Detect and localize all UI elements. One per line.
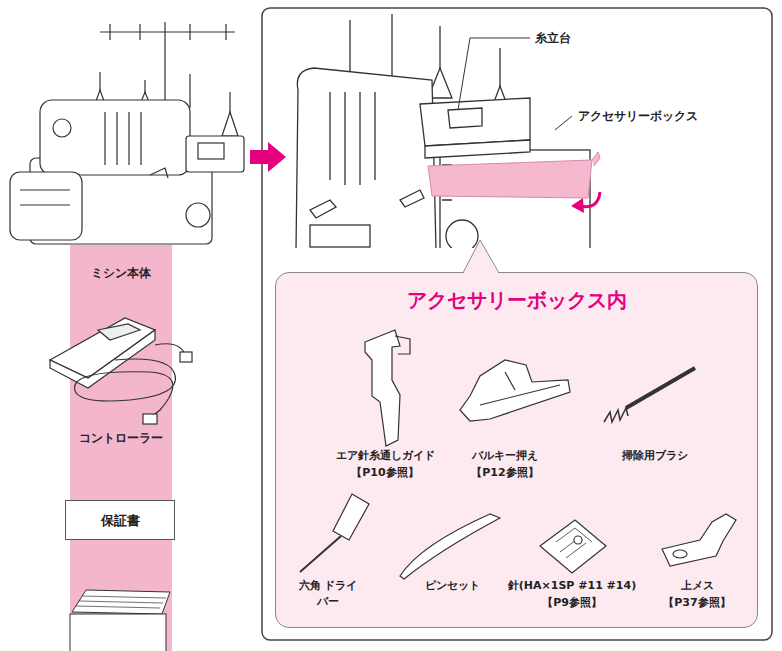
callout-bubble: アクセサリーボックス内 — [275, 272, 758, 628]
housing-grooves — [105, 112, 141, 165]
pink-arrow — [250, 142, 286, 172]
pull-arrow-head — [571, 198, 584, 213]
tweezers — [400, 514, 500, 579]
controller-illustration — [50, 318, 192, 424]
closeup-housing — [296, 68, 436, 248]
dial — [53, 119, 71, 137]
leader-line — [555, 116, 572, 130]
plug — [180, 352, 192, 362]
tray-slot — [198, 143, 224, 159]
free-arm — [10, 172, 82, 240]
pink-band: ミシン本体コントローラー保証書 — [70, 245, 172, 651]
thread-guide-bar — [100, 24, 235, 40]
driver-shaft — [300, 536, 341, 572]
accessory-items — [300, 330, 736, 579]
packet-detail — [556, 528, 592, 558]
stand-tray — [186, 136, 244, 172]
closeup-side — [440, 150, 590, 248]
upper-housing — [40, 100, 190, 175]
box-lip — [592, 152, 600, 166]
node-text: ミシン本体 — [70, 265, 172, 282]
upper-knife — [662, 514, 736, 566]
heading: アクセサリーボックス内 — [276, 287, 757, 314]
knife-hole — [673, 550, 687, 558]
document-box: 保証書 — [65, 500, 175, 540]
bubble-tail-outline — [463, 240, 499, 273]
closeup-plate — [310, 225, 370, 247]
brush-handle — [626, 368, 695, 408]
lower-body — [30, 158, 212, 244]
machine-illustration — [10, 22, 244, 244]
arm-lines — [20, 190, 70, 205]
book-cover — [70, 614, 166, 651]
closeup-rods — [350, 14, 500, 100]
cable — [75, 359, 176, 418]
air-threader-guide — [365, 330, 400, 446]
spool-pins — [100, 72, 230, 130]
leader-line — [458, 38, 530, 110]
pedal-plate — [98, 324, 140, 340]
closeup-stand-tray — [420, 98, 530, 146]
book-pages — [72, 590, 170, 614]
pedal-side — [50, 330, 155, 388]
bubble-tail — [463, 240, 499, 274]
closeup-illustration — [296, 14, 590, 248]
closeup-tray-slot — [448, 108, 482, 128]
bulky-foot — [460, 360, 570, 421]
threader-clip — [395, 336, 410, 354]
plug — [143, 414, 157, 424]
brush-bristles — [604, 408, 628, 422]
lever — [150, 168, 168, 178]
closeup-handwheel — [446, 220, 478, 248]
cable — [155, 344, 185, 355]
content-frame — [262, 8, 772, 640]
closeup-cones — [340, 68, 512, 118]
pull-arrow — [580, 192, 600, 207]
vent-grille — [442, 165, 452, 200]
closeup-levers — [310, 190, 424, 218]
tray-lip — [425, 140, 530, 158]
foot-detail — [480, 372, 560, 405]
node-text: 保証書 — [66, 512, 174, 530]
part-label: 糸立台 — [535, 30, 605, 47]
driver-handle — [333, 494, 369, 540]
page-lines — [76, 596, 166, 608]
closeup-grooves — [330, 92, 375, 185]
part-label: アクセサリーボックス — [578, 108, 758, 125]
accessory-box — [428, 160, 592, 198]
manual-illustration — [70, 590, 170, 651]
handwheel — [186, 203, 210, 227]
pedal-top — [50, 318, 155, 378]
packet-mark — [574, 536, 582, 544]
stand-rod — [164, 22, 165, 100]
spool-cones — [92, 90, 238, 136]
node-text: コントローラー — [70, 430, 172, 447]
needle-packet — [540, 520, 606, 573]
